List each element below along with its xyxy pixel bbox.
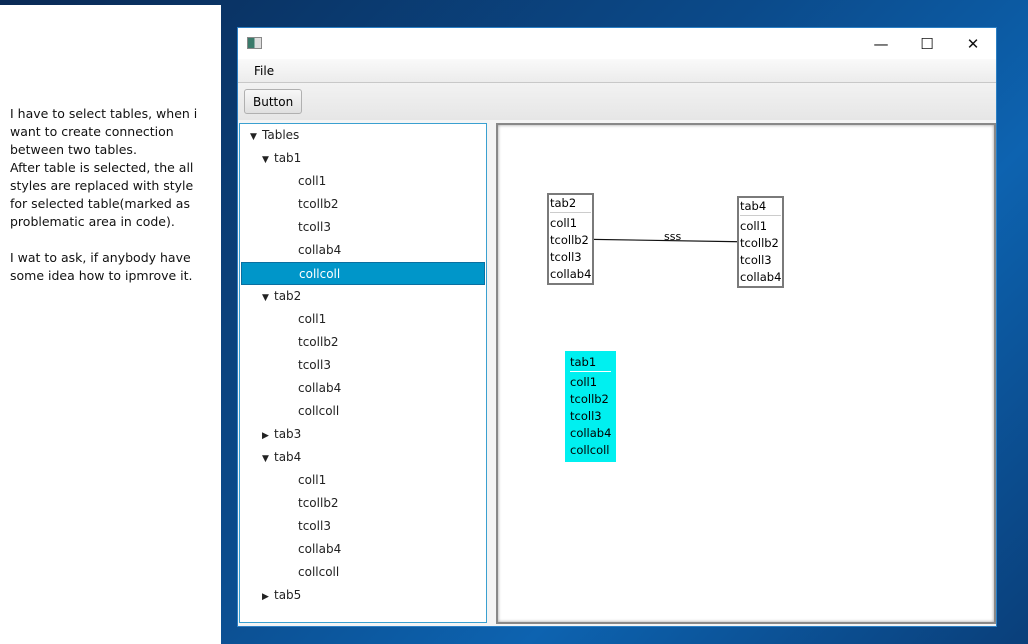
- tree-item-label: coll1: [298, 312, 327, 326]
- tree-item-label: tab2: [274, 289, 302, 303]
- table-column: tcollb2: [550, 233, 589, 247]
- tree-item-label: collcoll: [298, 404, 340, 418]
- tree-item[interactable]: coll1: [241, 308, 485, 331]
- tree-item[interactable]: tcollb2: [241, 492, 485, 515]
- table-column: tcollb2: [740, 236, 779, 250]
- tree-item[interactable]: collcoll: [241, 262, 485, 285]
- expanded-arrow-icon[interactable]: ▼: [262, 293, 269, 303]
- tree-item-label: collab4: [298, 542, 342, 556]
- table-column: tcoll3: [550, 250, 582, 264]
- table-column: tcoll3: [570, 409, 602, 423]
- menu-file[interactable]: File: [254, 64, 275, 78]
- tree-item-label: collcoll: [299, 267, 341, 281]
- diagram-table-tab1[interactable]: tab1 coll1 tcollb2 tcoll3 collab4 collcoll: [565, 351, 617, 462]
- tree-item-label: coll1: [298, 473, 327, 487]
- tree-item-label: collab4: [298, 243, 342, 257]
- tree-item-label: tcoll3: [298, 358, 331, 372]
- title-bar: — ☐ ✕: [238, 28, 996, 59]
- tree-item[interactable]: collab4: [241, 538, 485, 561]
- tree-item-label: tab5: [274, 588, 302, 602]
- tree-item[interactable]: ▶ tab3: [241, 423, 485, 446]
- table-column: coll1: [570, 375, 598, 389]
- connection-layer: sss: [567, 230, 757, 243]
- tree-item-label: collab4: [298, 381, 342, 395]
- tree-item[interactable]: ▼ tab2: [241, 285, 485, 308]
- table-column: tcollb2: [570, 392, 609, 406]
- diagram-table-tab2[interactable]: tab2 coll1 tcollb2 tcoll3 collab4: [547, 193, 595, 285]
- table-column: tcoll3: [740, 253, 772, 267]
- table-column: collab4: [570, 426, 612, 440]
- tree-item[interactable]: tcoll3: [241, 354, 485, 377]
- table-column: coll1: [550, 216, 578, 230]
- tree-item[interactable]: collab4: [241, 377, 485, 400]
- tree-item-label: tab3: [274, 427, 302, 441]
- button[interactable]: Button: [244, 89, 303, 114]
- tree-item-label: Tables: [262, 128, 300, 142]
- tree-item-label: tcoll3: [298, 519, 331, 533]
- tree-item[interactable]: tcollb2: [241, 331, 485, 354]
- tree-item[interactable]: collab4: [241, 239, 485, 262]
- tree-item-label: tab4: [274, 450, 302, 464]
- tree-item[interactable]: tcoll3: [241, 515, 485, 538]
- close-button[interactable]: ✕: [966, 34, 980, 53]
- tree-item[interactable]: ▼ tab1: [241, 147, 485, 170]
- tree-item-label: collcoll: [298, 565, 340, 579]
- tables-tree[interactable]: ▼ Tables ▼ tab1 coll1 tcollb2 tcoll3 collab4 col…: [239, 123, 487, 623]
- tree-item[interactable]: ▼ Tables: [241, 124, 485, 147]
- tree-item-label: tcollb2: [298, 197, 339, 211]
- tree-item-label: coll1: [298, 174, 327, 188]
- maximize-button[interactable]: ☐: [920, 34, 934, 53]
- table-column: collab4: [740, 270, 782, 284]
- tree-item[interactable]: coll1: [241, 469, 485, 492]
- tree-item[interactable]: collcoll: [241, 400, 485, 423]
- tree-item-label: tcollb2: [298, 335, 339, 349]
- app-window: — ☐ ✕ File Button ▼ Tables ▼ tab1 coll1 tcoll…: [237, 27, 997, 627]
- expanded-arrow-icon[interactable]: ▼: [262, 454, 269, 464]
- menu-bar: File: [238, 59, 996, 83]
- table-column: collcoll: [570, 443, 610, 457]
- table-header: tab4: [740, 198, 782, 216]
- table-header: tab2: [550, 195, 592, 213]
- diagram-canvas[interactable]: sss tab2 coll1 tcollb2 tcoll3 collab4 tab4 col…: [496, 123, 996, 624]
- connection-label: sss: [664, 230, 681, 243]
- table-column: coll1: [740, 219, 768, 233]
- expanded-arrow-icon[interactable]: ▼: [262, 155, 269, 165]
- minimize-button[interactable]: —: [873, 34, 889, 53]
- diagram-table-tab4[interactable]: tab4 coll1 tcollb2 tcoll3 collab4: [737, 196, 785, 288]
- tree-item-label: tab1: [274, 151, 302, 165]
- table-column: collab4: [550, 267, 592, 281]
- connection-line[interactable]: [567, 238, 757, 243]
- tree-item[interactable]: ▼ tab4: [241, 446, 485, 469]
- tree-item[interactable]: ▶ tab5: [241, 584, 485, 607]
- tree-item[interactable]: coll1: [241, 170, 485, 193]
- tree-item-label: tcollb2: [298, 496, 339, 510]
- expanded-arrow-icon[interactable]: ▼: [250, 132, 257, 142]
- tree-item[interactable]: collcoll: [241, 561, 485, 584]
- collapsed-arrow-icon[interactable]: ▶: [262, 431, 269, 441]
- tree-item-label: tcoll3: [298, 220, 331, 234]
- collapsed-arrow-icon[interactable]: ▶: [262, 592, 269, 602]
- tree-item[interactable]: tcoll3: [241, 216, 485, 239]
- tree-item[interactable]: tcollb2: [241, 193, 485, 216]
- app-icon: [247, 37, 262, 49]
- toolbar: Button: [238, 83, 996, 120]
- question-text: I have to select tables, when i want to …: [0, 5, 221, 644]
- table-header: tab1: [570, 354, 612, 372]
